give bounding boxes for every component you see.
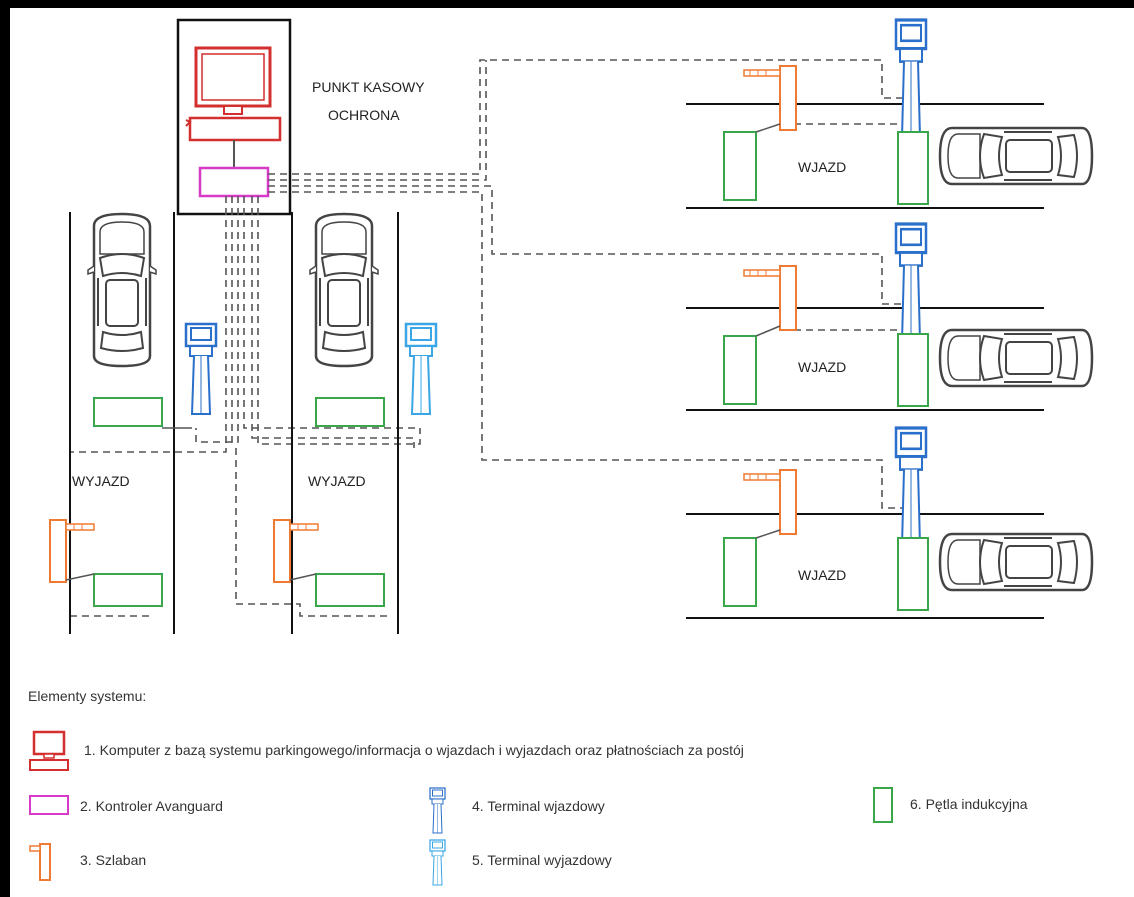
legend-controller-icon bbox=[29, 795, 69, 815]
entry-lane-c-road bbox=[686, 513, 1044, 619]
loop-exit-1a bbox=[93, 397, 163, 427]
diagram-canvas: PUNKT KASOWY OCHRONA WYJAZD WYJAZD bbox=[10, 8, 1134, 897]
cable-lines bbox=[69, 59, 910, 617]
barrier-entry-b bbox=[743, 265, 797, 331]
computer-icon bbox=[185, 46, 282, 142]
legend-entry-terminal-icon bbox=[429, 787, 446, 834]
car-entry-b bbox=[938, 328, 1094, 388]
loop-entry-c1 bbox=[723, 537, 757, 607]
exit-lane-roads bbox=[69, 212, 399, 634]
loop-entry-b2 bbox=[897, 333, 929, 407]
entry-lane-a-road bbox=[686, 103, 1044, 209]
controller-icon bbox=[198, 166, 270, 198]
legend-title: Elementy systemu: bbox=[28, 688, 147, 704]
control-booth bbox=[176, 18, 292, 216]
legend-computer-icon bbox=[29, 730, 69, 771]
parking-system-diagram: PUNKT KASOWY OCHRONA WYJAZD WYJAZD bbox=[29, 18, 1094, 886]
car-exit-2 bbox=[308, 212, 380, 368]
exit-terminal-1 bbox=[184, 322, 218, 416]
car-entry-c bbox=[938, 532, 1094, 592]
entry-label-c: WJAZD bbox=[798, 567, 846, 583]
barrier-exit-2 bbox=[273, 519, 319, 583]
loop-exit-2b bbox=[315, 573, 385, 607]
booth-label-line2: OCHRONA bbox=[328, 107, 400, 123]
legend-item-controller: 2. Kontroler Avanguard bbox=[80, 798, 223, 814]
legend-barrier-icon bbox=[29, 843, 51, 881]
loop-exit-2a bbox=[315, 397, 385, 427]
entry-terminal-b bbox=[894, 222, 928, 343]
legend-item-entry-terminal: 4. Terminal wjazdowy bbox=[472, 798, 605, 814]
exit-terminal-2 bbox=[404, 322, 438, 416]
barrier-entry-a bbox=[743, 65, 797, 131]
legend-exit-terminal-icon bbox=[429, 839, 446, 886]
car-entry-a bbox=[938, 126, 1094, 186]
legend-item-exit-terminal: 5. Terminal wyjazdowy bbox=[472, 852, 612, 868]
legend-item-loop: 6. Pętla indukcyjna bbox=[910, 796, 1028, 812]
legend-item-barrier: 3. Szlaban bbox=[80, 852, 147, 868]
entry-label-b: WJAZD bbox=[798, 359, 846, 375]
car-exit-1 bbox=[86, 212, 158, 368]
legend-item-computer: 1. Komputer z bazą systemu parkingowego/… bbox=[84, 742, 744, 758]
barrier-exit-1 bbox=[49, 519, 95, 583]
exit-label-2: WYJAZD bbox=[308, 473, 366, 489]
loop-entry-c2 bbox=[897, 537, 929, 611]
legend-loop-icon bbox=[873, 787, 893, 823]
entry-label-a: WJAZD bbox=[798, 159, 846, 175]
loop-exit-1b bbox=[93, 573, 163, 607]
exit-label-1: WYJAZD bbox=[72, 473, 130, 489]
loop-entry-a2 bbox=[897, 131, 929, 205]
booth-label-line1: PUNKT KASOWY bbox=[312, 79, 425, 95]
entry-lane-b-road bbox=[686, 307, 1044, 411]
entry-terminal-a bbox=[894, 18, 928, 139]
barrier-entry-c bbox=[743, 469, 797, 535]
loop-entry-a1 bbox=[723, 131, 757, 201]
entry-terminal-c bbox=[894, 426, 928, 547]
loop-entry-b1 bbox=[723, 335, 757, 405]
